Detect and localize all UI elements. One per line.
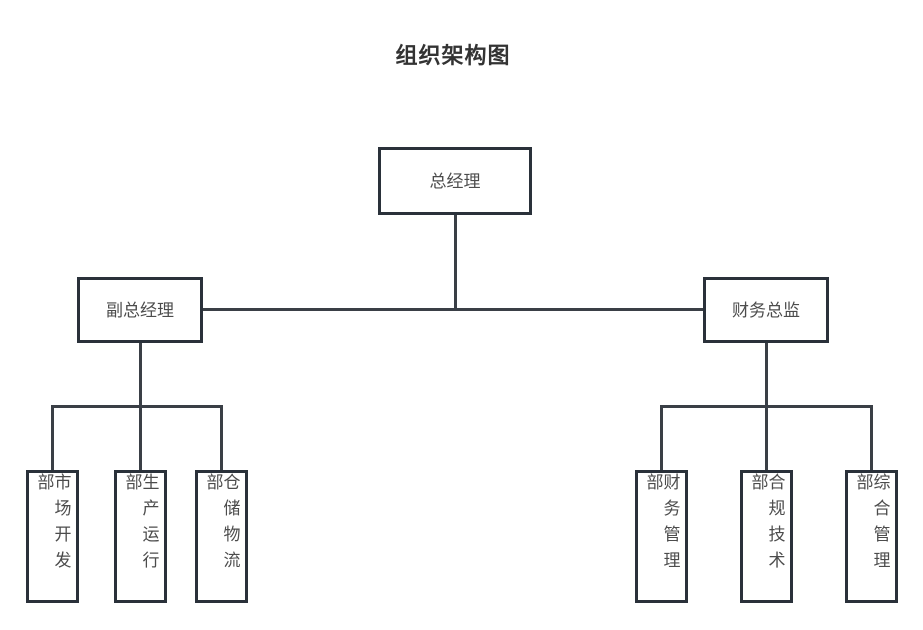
node-label: 仓储物流部: [203, 473, 240, 577]
connector-main-horizontal: [203, 308, 703, 311]
page-title: 组织架构图: [395, 43, 511, 68]
node-label: 合规技术部: [748, 473, 785, 577]
node-market-development-dept: 市场开发部: [26, 470, 79, 603]
node-finance-director: 财务总监: [703, 277, 829, 343]
connector-right-drop-1: [660, 405, 663, 470]
connector-right-branch-horizontal: [660, 405, 873, 408]
node-warehouse-logistics-dept: 仓储物流部: [195, 470, 248, 603]
node-deputy-general-manager: 副总经理: [77, 277, 203, 343]
connector-left-drop-3: [220, 405, 223, 470]
node-label: 副总经理: [106, 300, 174, 320]
connector-left-drop-1: [51, 405, 54, 470]
node-label: 财务总监: [732, 300, 800, 320]
node-label: 市场开发部: [34, 473, 71, 577]
node-label: 综合管理部: [853, 473, 890, 577]
node-label: 生产运行部: [122, 473, 159, 577]
node-general-administration-dept: 综合管理部: [845, 470, 898, 603]
node-general-manager: 总经理: [378, 147, 532, 215]
node-compliance-technology-dept: 合规技术部: [740, 470, 793, 603]
connector-root-stem: [454, 215, 457, 311]
node-finance-management-dept: 财务管理部: [635, 470, 688, 603]
connector-left-branch-horizontal: [51, 405, 223, 408]
node-production-operations-dept: 生产运行部: [114, 470, 167, 603]
node-label: 总经理: [429, 171, 481, 191]
node-label: 财务管理部: [643, 473, 680, 577]
connector-right-drop-3: [870, 405, 873, 470]
